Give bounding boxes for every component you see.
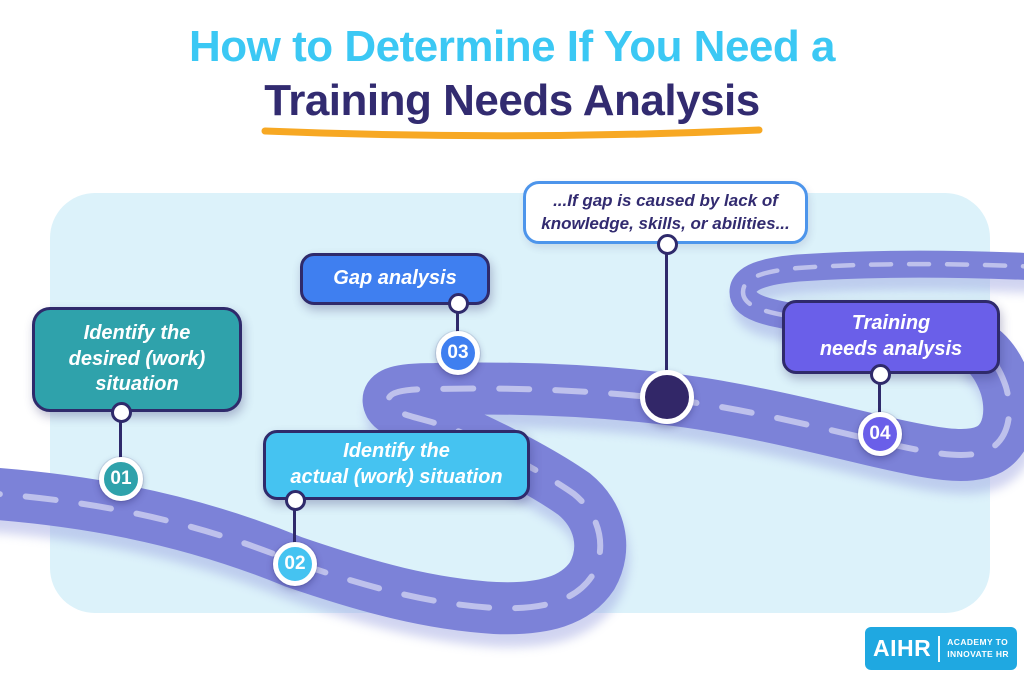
aihr-logo-divider bbox=[938, 635, 941, 662]
connector-dot-3 bbox=[448, 293, 469, 314]
step-box-2-label: Identify the bbox=[343, 440, 450, 463]
connector-line-2 bbox=[293, 498, 296, 566]
step-box-3-label: Gap analysis bbox=[333, 267, 457, 290]
callout-box: ...If gap is caused by lack of knowledge… bbox=[523, 181, 808, 244]
title-line-2: Training Needs Analysis bbox=[264, 76, 760, 125]
callout-dot bbox=[657, 234, 678, 255]
aihr-logo-tagline-line1: ACADEMY TO bbox=[947, 637, 1009, 648]
step-box-1-label: situation bbox=[95, 373, 179, 396]
aihr-logo-tagline: ACADEMY TO INNOVATE HR bbox=[947, 637, 1009, 659]
milestone-badge-02: 02 bbox=[273, 542, 317, 586]
connector-dot-2 bbox=[285, 490, 306, 511]
title-line-1: How to Determine If You Need a bbox=[189, 22, 835, 71]
milestone-badge-01: 01 bbox=[99, 457, 143, 501]
callout-text: ...If gap is caused by lack of bbox=[553, 190, 778, 210]
milestone-badge-04: 04 bbox=[858, 412, 902, 456]
connector-dot-1 bbox=[111, 402, 132, 423]
step-box-2-label: actual (work) situation bbox=[290, 466, 503, 488]
connector-line-1 bbox=[119, 410, 122, 480]
step-box-2: Identify the actual (work) situation bbox=[263, 430, 530, 500]
step-box-4-label: needs analysis bbox=[819, 338, 963, 360]
step-box-4: Training needs analysis bbox=[782, 300, 1000, 374]
junction-dot bbox=[640, 370, 694, 424]
callout-text: knowledge, skills, or abilities... bbox=[541, 213, 790, 233]
milestone-badge-03: 03 bbox=[436, 331, 480, 375]
aihr-logo: AIHR ACADEMY TO INNOVATE HR bbox=[865, 627, 1017, 670]
title-underline bbox=[261, 126, 763, 140]
step-box-3: Gap analysis bbox=[300, 253, 490, 305]
callout-line bbox=[665, 242, 668, 399]
aihr-logo-tagline-line2: INNOVATE HR bbox=[947, 648, 1009, 659]
step-box-1: Identify the desired (work) situation bbox=[32, 307, 242, 412]
step-box-1-label: desired (work) bbox=[68, 347, 206, 370]
step-box-1-label: Identify the bbox=[83, 322, 191, 345]
step-box-4-label: Training bbox=[851, 312, 931, 335]
road-dashes-main bbox=[0, 340, 1013, 612]
aihr-logo-wordmark: AIHR bbox=[873, 635, 932, 661]
connector-line-4 bbox=[878, 372, 881, 436]
connector-line-3 bbox=[456, 303, 459, 355]
connector-dot-4 bbox=[870, 364, 891, 385]
